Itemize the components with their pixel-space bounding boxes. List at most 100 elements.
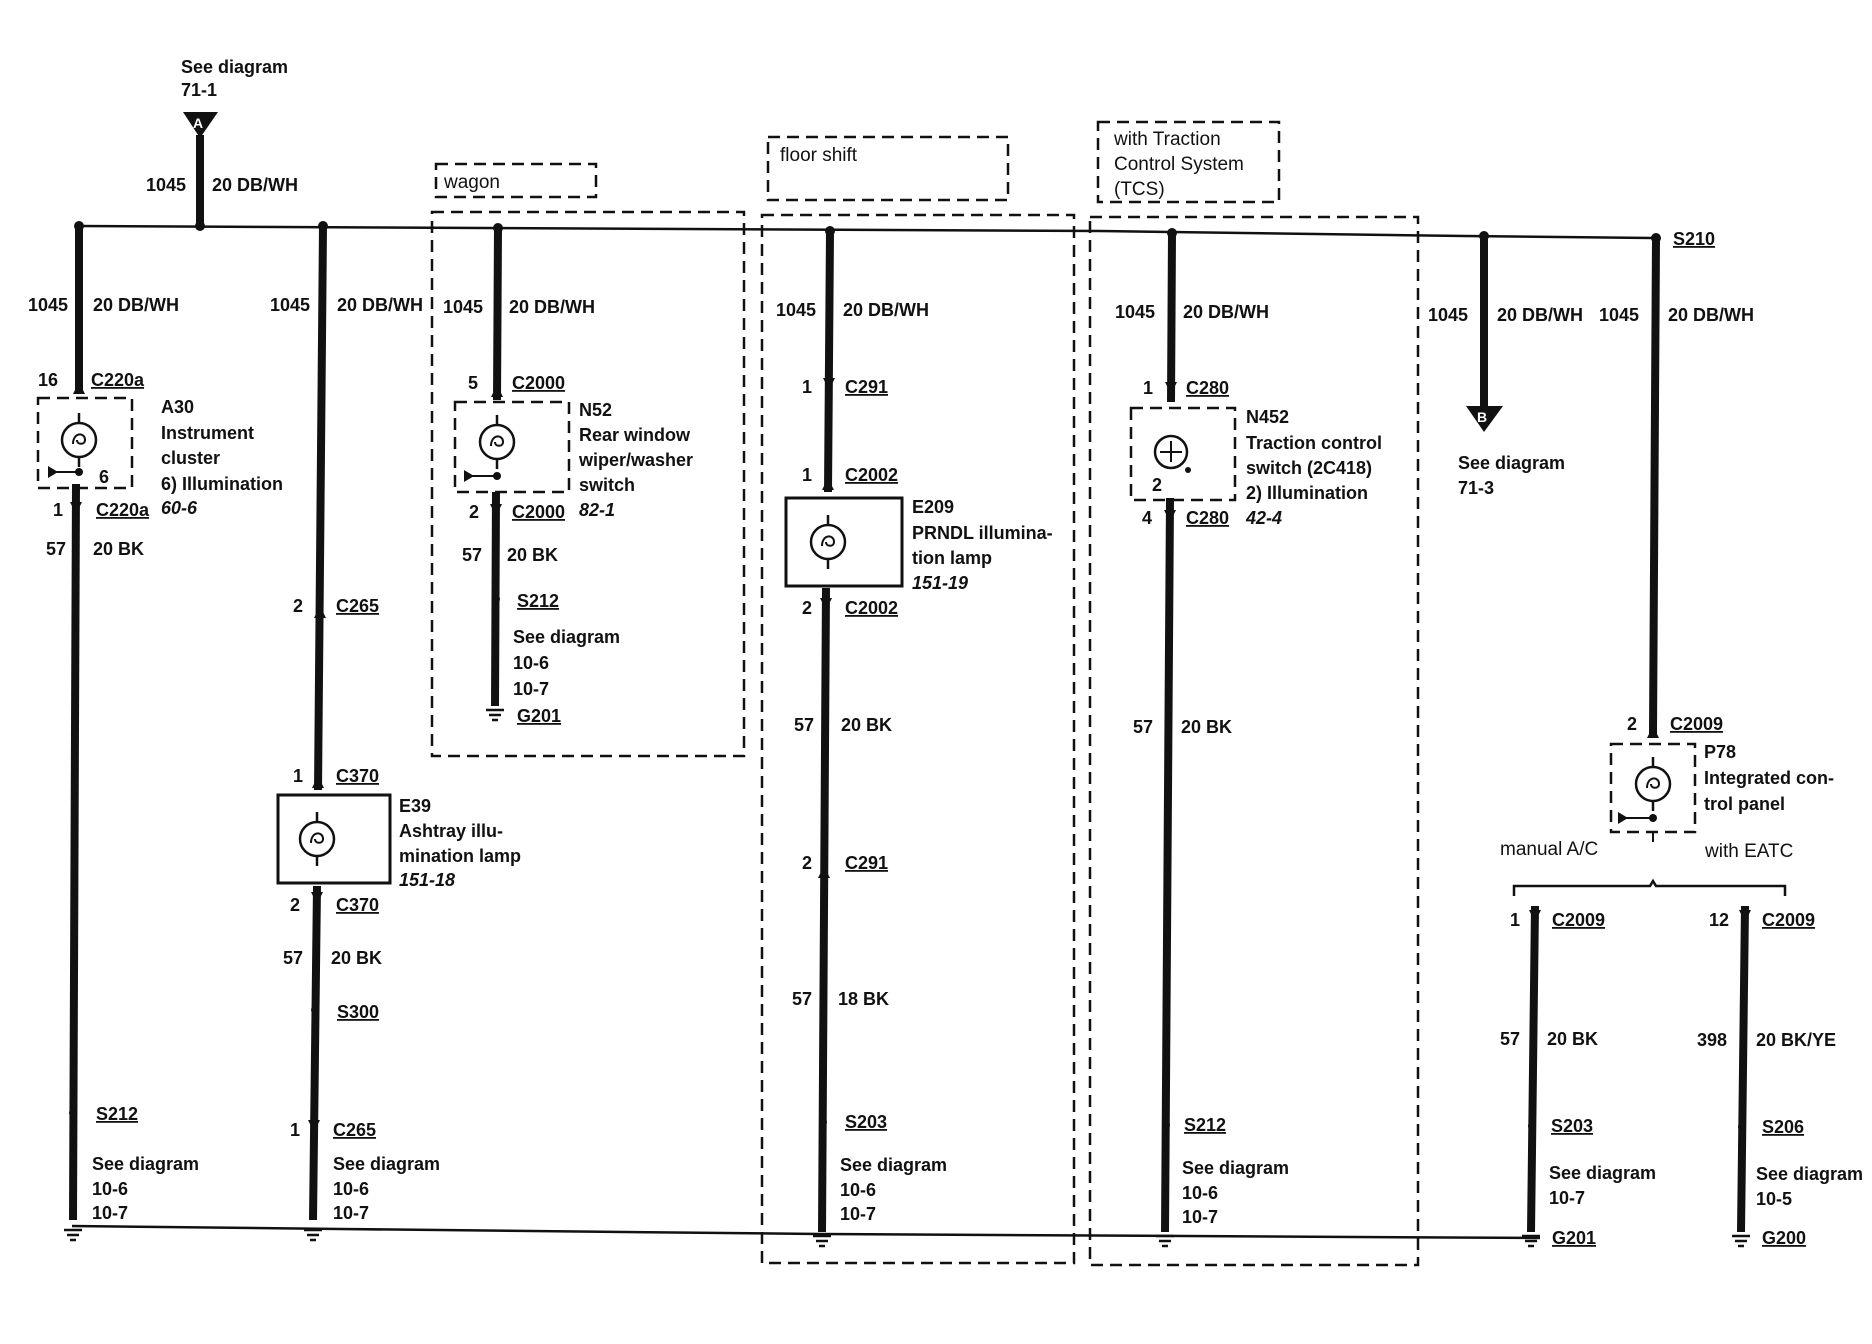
splice-id: S203 (1551, 1116, 1593, 1136)
pin-number: 6 (99, 467, 109, 487)
pin-number: 2 (802, 853, 812, 873)
component-code: E39 (399, 796, 431, 816)
wire (314, 225, 327, 791)
option-floor-shift: floor shift (760, 135, 1076, 1265)
wire (1527, 905, 1539, 1233)
circuit-number: 1045 (776, 300, 816, 320)
option-with-eatc: with EATC (1704, 841, 1793, 862)
pin-number: 1 (293, 766, 303, 786)
ground-icon (1730, 1234, 1752, 1248)
splice-id: S212 (96, 1104, 138, 1124)
floor-shift-region (760, 213, 1076, 1265)
ground-id: G201 (517, 706, 561, 726)
circuit-number: 1045 (1428, 305, 1468, 325)
component-code: P78 (1704, 742, 1736, 762)
page-ref: 71-3 (1458, 478, 1494, 498)
wire (1161, 497, 1174, 1233)
connector-id: C370 (336, 766, 379, 786)
top-page-ref: 71-1 (181, 80, 217, 100)
pin-number: 2 (290, 895, 300, 915)
component-name: Traction control (1246, 433, 1382, 453)
ground-icon (302, 1228, 324, 1242)
wire (493, 227, 502, 401)
page-ref: 10-7 (92, 1203, 128, 1223)
see-diagram: See diagram (840, 1155, 947, 1175)
component-name: mination lamp (399, 846, 521, 866)
wagon-label: wagon (443, 172, 500, 193)
circuit-number: 57 (462, 545, 482, 565)
n452-component-box (1129, 406, 1237, 502)
top-reference-a: See diagram 71-1 A 1045 20 DB/WH (146, 57, 298, 226)
circuit-a30: 1045 20 DB/WH 16 C220a 6 A30 Instrument … (28, 226, 283, 1242)
component-ref: 151-19 (912, 573, 968, 593)
ground-id: G201 (1552, 1228, 1596, 1248)
tcs-label-box (1096, 120, 1281, 204)
pin-number: 1 (1510, 910, 1520, 930)
wire (69, 483, 80, 1221)
page-ref: 10-6 (840, 1180, 876, 1200)
wire-gauge: 20 DB/WH (1497, 305, 1583, 325)
wire-gauge: 20 BK (93, 539, 144, 559)
wagon-label-box (434, 162, 598, 199)
component-name: cluster (161, 448, 220, 468)
splice-id: S212 (1184, 1115, 1226, 1135)
page-ref: 10-7 (840, 1204, 876, 1224)
see-diagram: See diagram (1549, 1163, 1656, 1183)
page-ref: 10-6 (92, 1179, 128, 1199)
circuit-p78: S210 1045 20 DB/WH 2 C2009 P78 Integrate… (1500, 229, 1863, 1248)
pin-number: 2 (1152, 475, 1162, 495)
connector-arrow (490, 504, 502, 516)
component-code: E209 (912, 497, 954, 517)
connector-arrow (1647, 726, 1659, 738)
component-ref: 82-1 (579, 500, 615, 520)
circuit-n452: 1045 20 DB/WH 1 C280 2 N452 Traction con… (1115, 232, 1382, 1248)
wire-gauge: 20 BK (331, 948, 382, 968)
tcs-label-3: (TCS) (1114, 179, 1165, 200)
wire (1737, 905, 1749, 1233)
bulb-icon (478, 413, 516, 471)
connector-arrow (1739, 910, 1751, 922)
option-wagon: wagon (430, 162, 746, 758)
feed-gauge-label: 20 DB/WH (212, 175, 298, 195)
page-ref: 10-7 (333, 1203, 369, 1223)
component-ref: 60-6 (161, 498, 198, 518)
component-ref: 151-18 (399, 870, 455, 890)
connector-a-letter: A (193, 115, 203, 131)
pin-number: 1 (802, 377, 812, 397)
component-name: Integrated con- (1704, 768, 1834, 788)
pin-number: 1 (1143, 378, 1153, 398)
circuit-number: 57 (283, 948, 303, 968)
connector-id: C2009 (1670, 714, 1723, 734)
pin-number: 1 (290, 1120, 300, 1140)
connector-arrow (1529, 910, 1541, 922)
connector-arrow (308, 1120, 320, 1132)
component-ref: 42-4 (1245, 508, 1282, 528)
wire-gauge: 20 BK (1181, 717, 1232, 737)
component-code: N52 (579, 400, 612, 420)
circuit-number: 1045 (28, 295, 68, 315)
splice-dot (1528, 1122, 1536, 1130)
circuit-number: 57 (46, 539, 66, 559)
feed-circuit-label: 1045 (146, 175, 186, 195)
connector-id: C2009 (1552, 910, 1605, 930)
see-diagram: See diagram (333, 1154, 440, 1174)
ground-icon (484, 708, 506, 722)
page-ref: 10-6 (1182, 1183, 1218, 1203)
circuit-number: 57 (1500, 1029, 1520, 1049)
wagon-region (430, 210, 746, 758)
see-diagram: See diagram (92, 1154, 199, 1174)
connector-arrow (491, 385, 503, 397)
circuit-number: 1045 (443, 297, 483, 317)
wire (824, 230, 834, 493)
splice-id: S210 (1673, 229, 1715, 249)
connector-id: C291 (845, 377, 888, 397)
page-ref: 10-6 (513, 653, 549, 673)
ground-icon (1154, 1234, 1176, 1248)
circuit-e209: 1045 20 DB/WH 1 C291 1 C2002 E209 PRNDL … (776, 230, 1053, 1248)
connector-arrow (1165, 382, 1177, 394)
see-diagram: See diagram (513, 627, 620, 647)
splice-id: S300 (337, 1002, 379, 1022)
connector-id: C265 (333, 1120, 376, 1140)
pin-number: 5 (468, 373, 478, 393)
circuit-number: 398 (1697, 1030, 1727, 1050)
